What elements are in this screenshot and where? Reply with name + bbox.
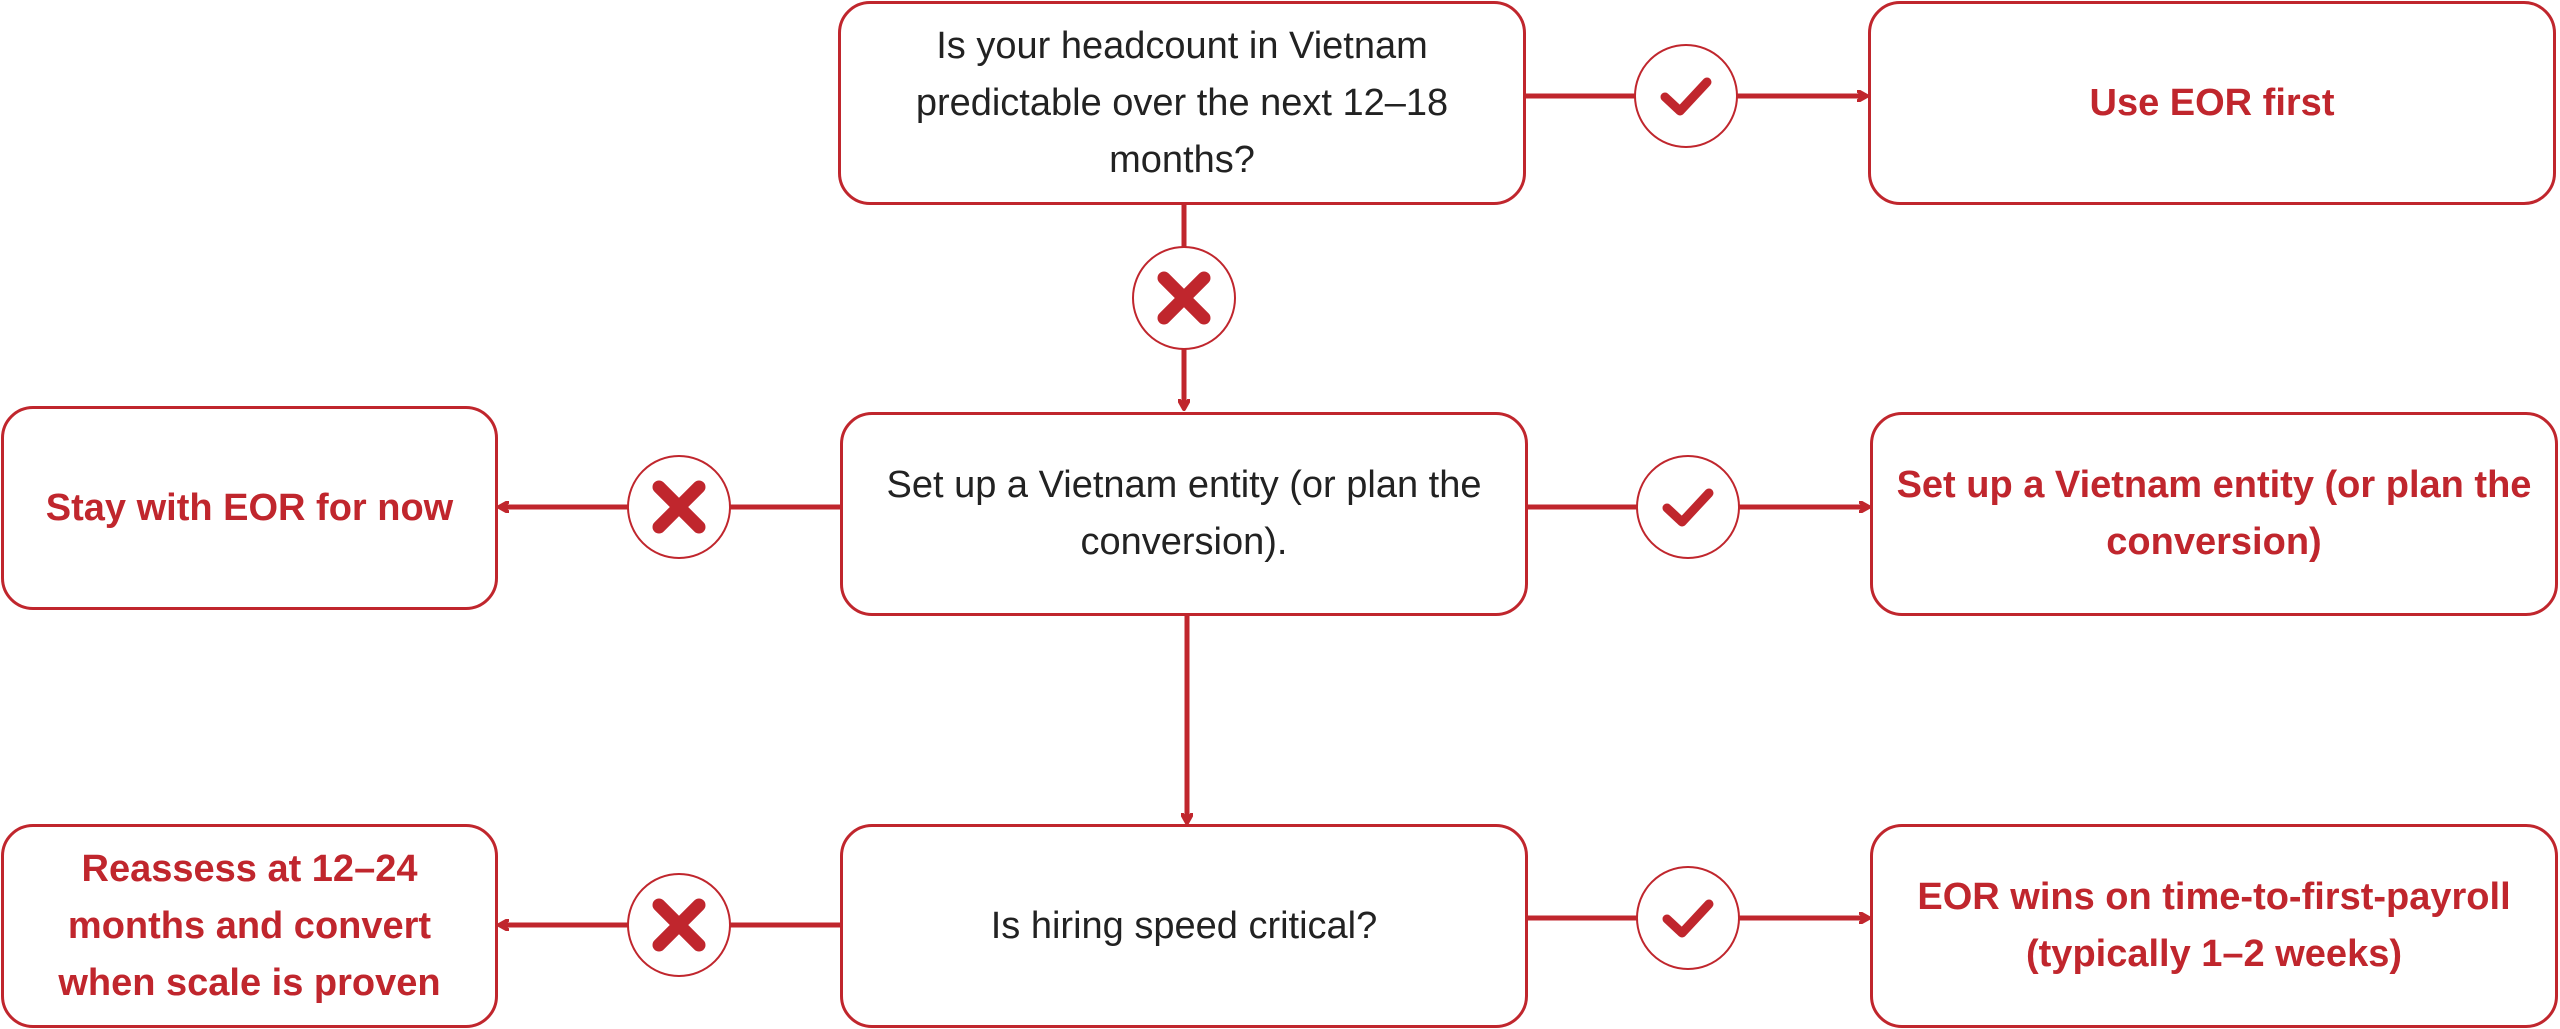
check-icon [1660,77,1712,116]
outcome-reassess-text: Reassess at 12–24 months and convert whe… [58,847,441,1004]
question-hiring-speed: Is hiring speed critical? [840,824,1528,1028]
cross-icon [1157,271,1211,325]
yes-badge-q3 [1636,866,1740,970]
check-icon [1662,488,1714,527]
outcome-eor-wins-text: EOR wins on time-to-first-payroll (typic… [1917,876,2511,975]
yes-badge-q2 [1636,455,1740,559]
question-headcount-predictable: Is your headcount in Vietnam predictable… [838,1,1526,205]
outcome-stay-with-eor-text: Stay with EOR for now [45,486,454,529]
cross-icon [652,898,706,952]
no-badge-q3 [627,873,731,977]
outcome-use-eor-first: Use EOR first [1868,1,2556,205]
no-badge-q2 [627,455,731,559]
outcome-stay-with-eor: Stay with EOR for now [1,406,498,610]
outcome-reassess: Reassess at 12–24 months and convert whe… [1,824,498,1028]
outcome-setup-entity-text: Set up a Vietnam entity (or plan the con… [1896,464,2532,563]
question-headcount-predictable-text: Is your headcount in Vietnam predictable… [915,24,1449,181]
question-setup-entity: Set up a Vietnam entity (or plan the con… [840,412,1528,616]
outcome-setup-entity: Set up a Vietnam entity (or plan the con… [1870,412,2558,616]
question-setup-entity-text: Set up a Vietnam entity (or plan the con… [886,464,1482,563]
outcome-eor-wins: EOR wins on time-to-first-payroll (typic… [1870,824,2558,1028]
outcome-use-eor-first-text: Use EOR first [2089,81,2335,124]
yes-badge-q1 [1634,44,1738,148]
check-icon [1662,899,1714,938]
no-badge-q1 [1132,246,1236,350]
cross-icon [652,480,706,534]
question-hiring-speed-text: Is hiring speed critical? [990,904,1378,947]
